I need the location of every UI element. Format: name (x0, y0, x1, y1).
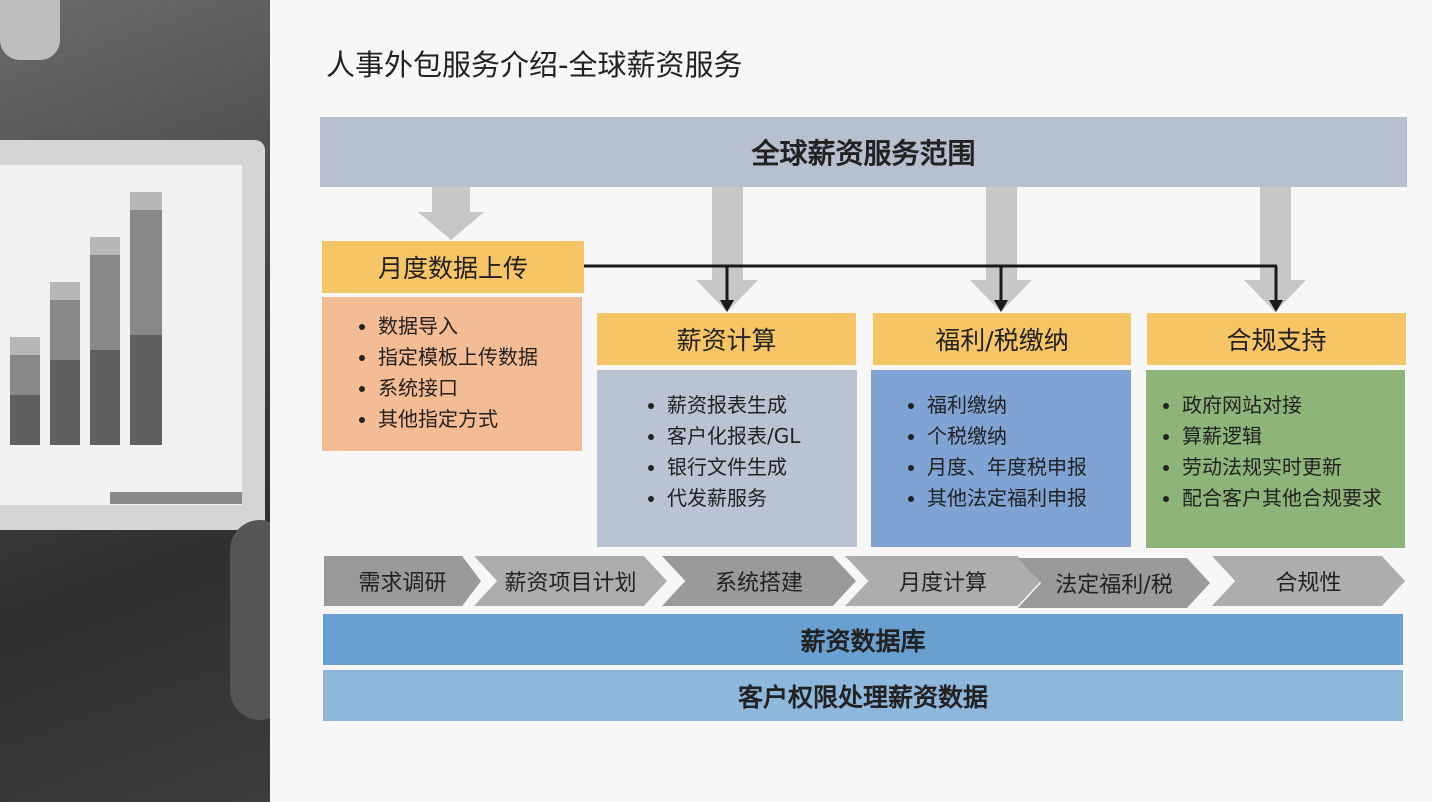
page-title: 人事外包服务介绍-全球薪资服务 (326, 48, 743, 82)
bar-payroll-database: 薪资数据库 (323, 614, 1403, 665)
header-payroll-calculation: 薪资计算 (597, 313, 856, 365)
list-item: 代发薪服务 (667, 483, 857, 514)
bar-chart-illustration (10, 192, 162, 445)
box-compliance-support: 政府网站对接 算薪逻辑 劳动法规实时更新 配合客户其他合规要求 (1146, 370, 1405, 548)
cup-shape (0, 0, 60, 60)
list-item: 福利缴纳 (927, 390, 1131, 421)
list-item: 月度、年度税申报 (927, 452, 1131, 483)
list-item: 薪资报表生成 (667, 390, 857, 421)
list-item: 系统接口 (378, 373, 582, 404)
list-item: 政府网站对接 (1182, 390, 1405, 421)
list-item: 算薪逻辑 (1182, 421, 1405, 452)
list-item: 其他法定福利申报 (927, 483, 1131, 514)
grey-down-arrows (418, 187, 1306, 312)
process-step-compliance: 合规性 (1212, 556, 1405, 606)
list-item: 配合客户其他合规要求 (1182, 483, 1405, 514)
box-welfare-tax: 福利缴纳 个税缴纳 月度、年度税申报 其他法定福利申报 (871, 370, 1131, 547)
header-monthly-upload: 月度数据上传 (322, 241, 584, 293)
black-arrowheads (720, 300, 1283, 312)
bar-client-permission: 客户权限处理薪资数据 (323, 670, 1403, 721)
screen-bar (110, 492, 242, 504)
process-step-monthly-calc: 月度计算 (845, 556, 1041, 606)
list-item: 指定模板上传数据 (378, 342, 582, 373)
list-item: 个税缴纳 (927, 421, 1131, 452)
list-item: 数据导入 (378, 311, 582, 342)
process-step-project-plan: 薪资项目计划 (474, 556, 667, 606)
process-step-requirements: 需求调研 (324, 556, 481, 606)
box-monthly-upload: 数据导入 指定模板上传数据 系统接口 其他指定方式 (322, 297, 582, 451)
box-payroll-calculation: 薪资报表生成 客户化报表/GL 银行文件生成 代发薪服务 (597, 370, 857, 547)
background-photo (0, 0, 270, 802)
header-compliance-support: 合规支持 (1147, 313, 1406, 365)
list-item: 其他指定方式 (378, 404, 582, 435)
scope-banner: 全球薪资服务范围 (320, 117, 1407, 187)
list-item: 劳动法规实时更新 (1182, 452, 1405, 483)
list-item: 银行文件生成 (667, 452, 857, 483)
list-item: 客户化报表/GL (667, 421, 857, 452)
header-welfare-tax: 福利/税缴纳 (873, 313, 1131, 365)
hand-shape (230, 520, 270, 720)
black-connector-lines (583, 264, 1278, 302)
tablet-screen (0, 165, 242, 505)
process-step-statutory-tax: 法定福利/税 (1018, 558, 1210, 608)
process-step-system-build: 系统搭建 (662, 556, 856, 606)
